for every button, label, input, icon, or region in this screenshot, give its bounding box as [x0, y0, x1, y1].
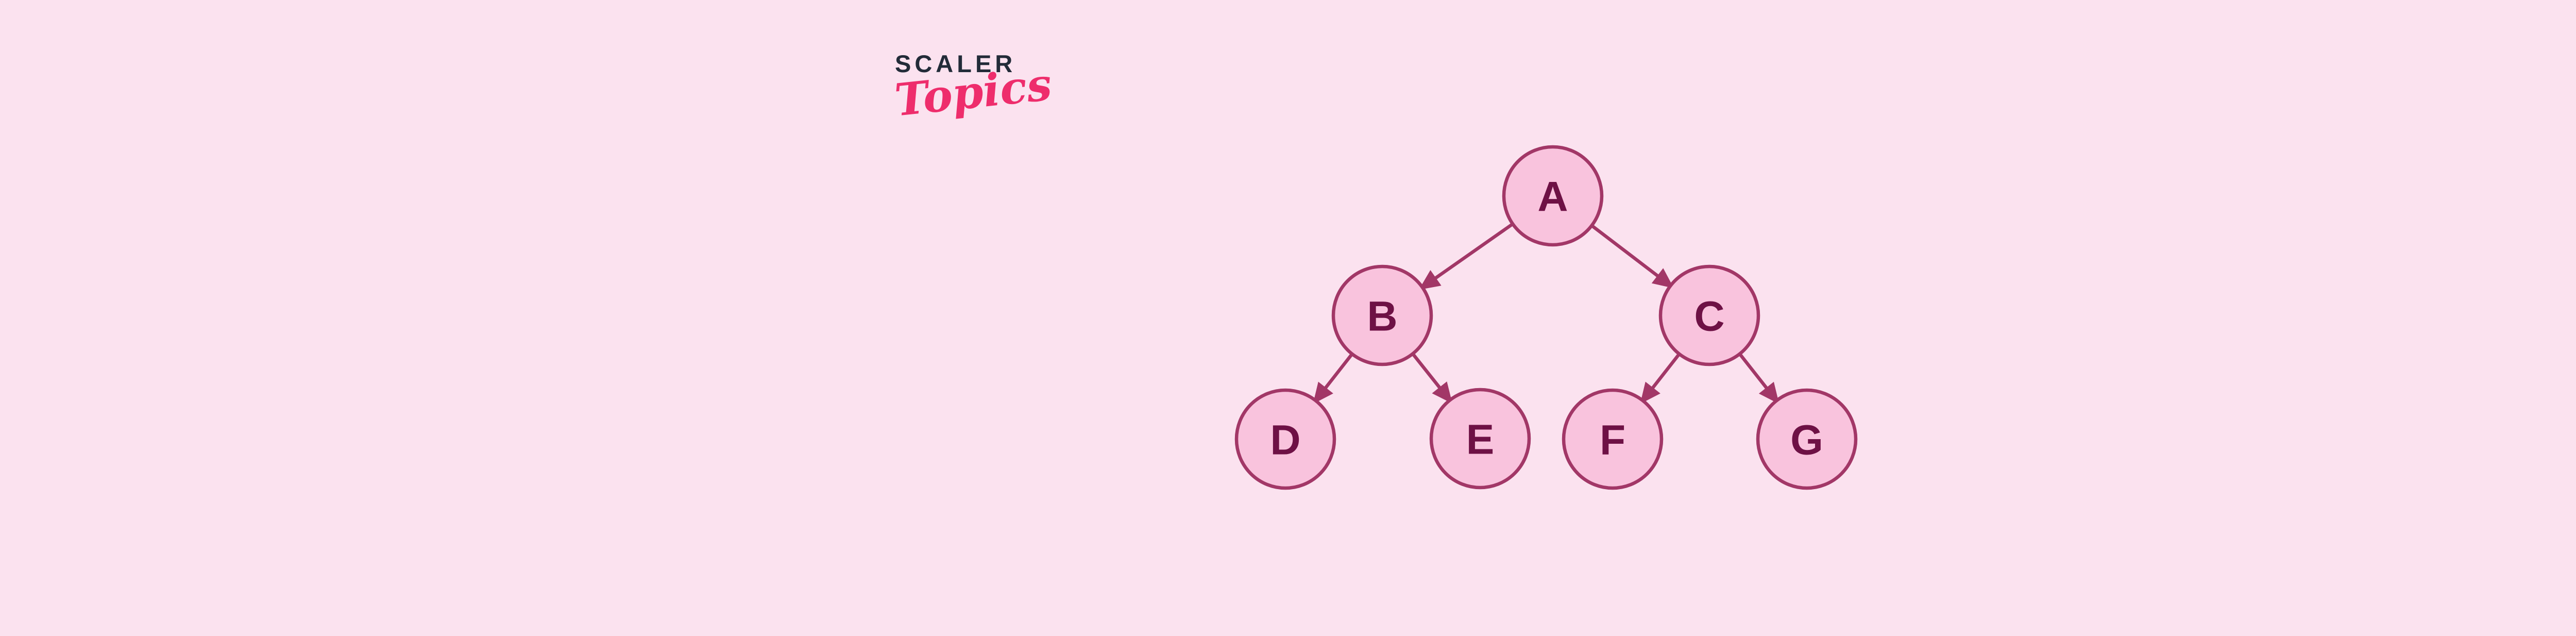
tree-node-circle-A [1502, 145, 1604, 247]
tree-node-label-A: A [1537, 174, 1568, 221]
tree-edge-A-B [1418, 220, 1517, 290]
tree-node-circle-F [1562, 388, 1664, 490]
tree-node-label-E: E [1466, 416, 1495, 463]
tree-edges-layer [1313, 220, 1780, 404]
tree-edge-C-G [1736, 349, 1780, 404]
tree-node-D: D [1234, 388, 1336, 490]
tree-node-circle-D [1234, 388, 1336, 490]
tree-edge-C-F [1640, 349, 1683, 404]
tree-edge-B-E [1409, 349, 1453, 404]
tree-node-F: F [1562, 388, 1664, 490]
tree-node-G: G [1756, 388, 1858, 490]
tree-edge-B-D [1313, 349, 1356, 404]
tree-node-circle-E [1429, 388, 1531, 490]
scaler-topics-logo: SCALER Topics [892, 50, 1054, 126]
tree-node-circle-B [1331, 264, 1433, 366]
tree-nodes-layer: A B C D E F G [1234, 145, 1858, 490]
tree-node-label-C: C [1694, 293, 1724, 340]
tree-node-A: A [1502, 145, 1604, 247]
tree-node-B: B [1331, 264, 1433, 366]
logo-brand-text: SCALER [895, 50, 1016, 77]
tree-node-label-B: B [1367, 293, 1397, 340]
tree-node-C: C [1658, 264, 1760, 366]
tree-node-circle-G [1756, 388, 1858, 490]
tree-node-circle-C [1658, 264, 1760, 366]
tree-node-label-G: G [1790, 417, 1823, 464]
tree-node-label-D: D [1270, 417, 1300, 464]
tree-node-E: E [1429, 388, 1531, 490]
tree-edge-A-C [1587, 222, 1674, 289]
tree-node-label-F: F [1600, 417, 1625, 464]
